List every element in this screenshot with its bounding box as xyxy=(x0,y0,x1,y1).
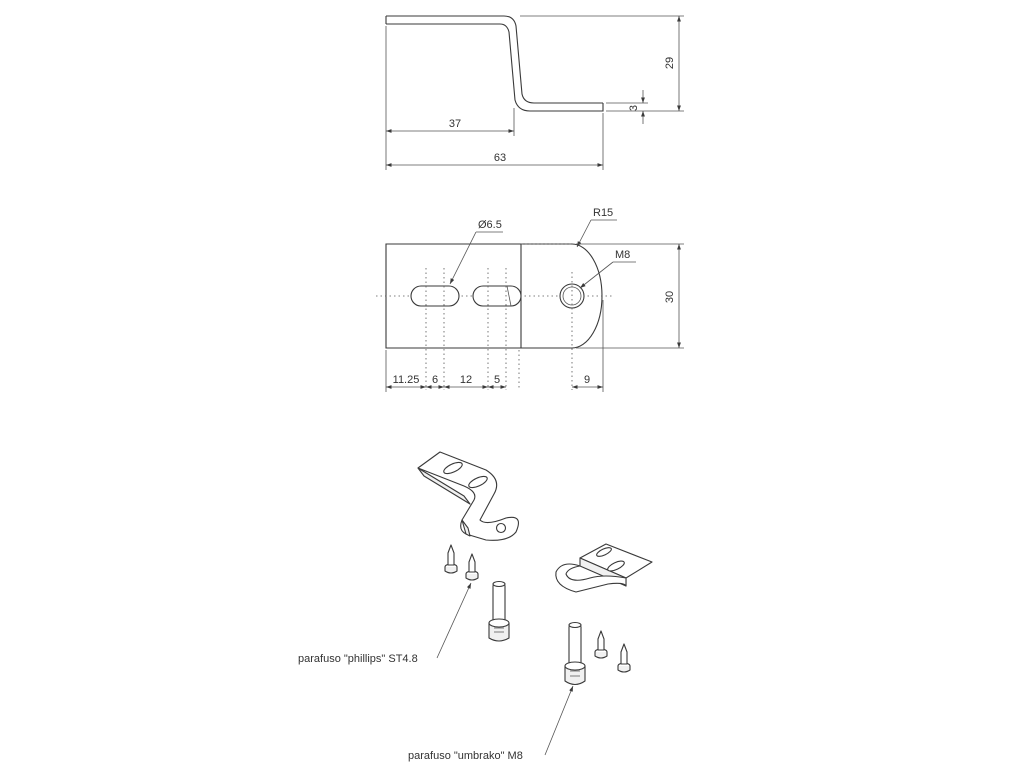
side-profile-inner xyxy=(386,23,604,112)
dim-slot-diameter: Ø6.5 xyxy=(478,219,502,231)
side-profile xyxy=(386,15,603,104)
small-bracket xyxy=(555,543,653,593)
dim-width: 30 xyxy=(664,291,676,303)
dim-slot-len: 5 xyxy=(494,374,500,386)
dim-slot-spacing: 12 xyxy=(460,374,472,386)
plate-outline xyxy=(385,243,603,349)
callout-phillips-screw: parafuso "phillips" ST4.8 xyxy=(298,653,418,665)
dim-edge: 11.25 xyxy=(393,374,420,386)
allen-bolt-right xyxy=(564,621,586,686)
large-bracket xyxy=(417,451,519,541)
callout-umbrako-screw: parafuso "umbrako" M8 xyxy=(408,750,523,762)
dim-hole-offset: 9 xyxy=(584,374,590,386)
dim-slot-width: 6 xyxy=(432,374,438,386)
isometric-parts: parafuso "phillips" ST4.8 parafuso "umbr… xyxy=(298,451,653,762)
dim-height: 29 xyxy=(664,57,676,69)
dim-bend-offset: 37 xyxy=(449,118,461,130)
dim-total-length: 63 xyxy=(494,152,506,164)
phillips-screw-d xyxy=(617,643,631,673)
slot-1 xyxy=(410,285,460,307)
phillips-screw-b xyxy=(465,553,479,581)
dim-radius: R15 xyxy=(593,207,613,219)
side-view: 37 63 29 3 xyxy=(385,15,684,170)
allen-bolt-left xyxy=(488,580,510,642)
dim-thread: M8 xyxy=(615,249,630,261)
phillips-screw-a xyxy=(444,544,458,574)
slot-2 xyxy=(472,285,522,307)
phillips-screw-c xyxy=(594,630,608,659)
top-view: Ø6.5 R15 M8 30 11.25 6 12 5 9 xyxy=(376,207,684,392)
dim-thickness: 3 xyxy=(628,105,640,111)
